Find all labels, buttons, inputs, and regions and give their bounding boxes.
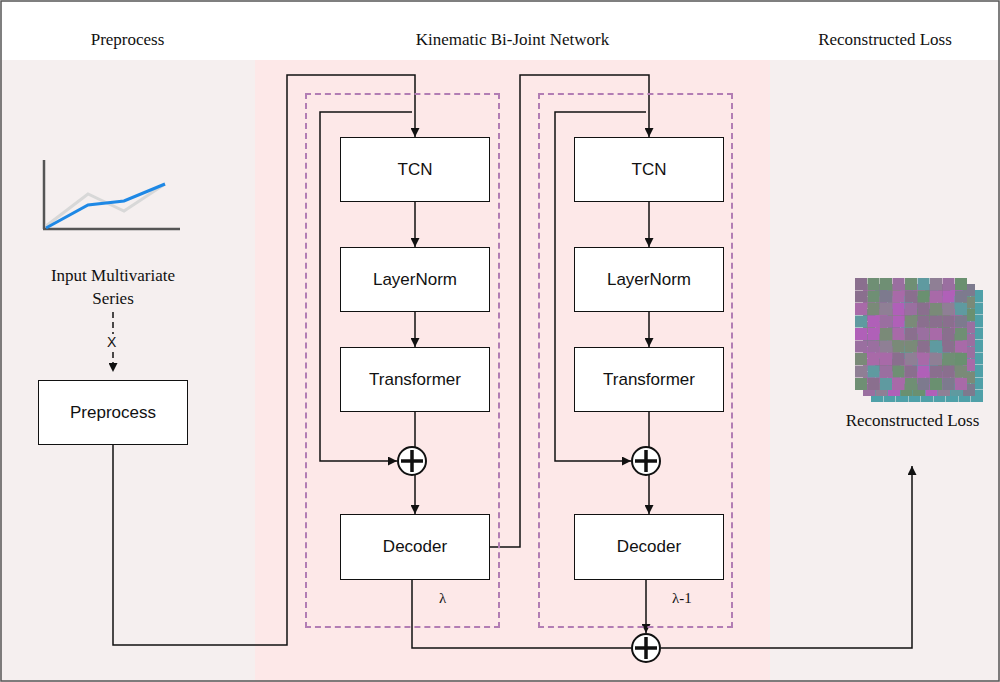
plus-symbol: [632, 634, 660, 662]
node-text: Transformer: [363, 370, 467, 390]
node-text: TCN: [626, 160, 673, 180]
region-band: Reconstructed LossReconstructed Loss: [770, 60, 1000, 682]
flow-arrow: [648, 312, 650, 347]
section-title: Preprocess: [0, 30, 255, 50]
node-text: Preprocess: [64, 403, 162, 423]
repeat-group: λ TCN LayerNormTransformerDecoder: [305, 93, 500, 628]
region-band: Kinematic Bi-Joint NetworkλTCNLayerNormT…: [255, 60, 770, 682]
process-box: Transformer: [574, 347, 724, 412]
chart-icon: [43, 160, 180, 229]
loss-ground: [770, 60, 1000, 682]
network-ground: [255, 60, 770, 682]
flow-arrow: [414, 312, 416, 347]
process-box: TCN: [340, 137, 490, 202]
repeat-label: λ-1: [672, 590, 692, 607]
process-box: Decoder: [340, 514, 490, 580]
section-title: Reconstructed Loss: [770, 30, 1000, 50]
process-box: TCN: [574, 137, 724, 202]
loss-map-image: [855, 278, 983, 402]
plus-symbol: [398, 447, 426, 475]
node-text: Decoder: [611, 537, 687, 557]
repeat-group: λ-1 TCN LayerNormTransformerDecoder: [538, 93, 733, 628]
region-band: PreprocessPreprocessInput Multivariate S…: [0, 60, 255, 682]
plus-symbol: [632, 447, 660, 475]
node-text: TCN: [392, 160, 439, 180]
layout-wires: [113, 112, 912, 648]
flow-arrow: [414, 202, 416, 247]
node-text: LayerNorm: [367, 270, 463, 290]
process-box: LayerNorm: [340, 247, 490, 312]
process-box: Transformer: [340, 347, 490, 412]
repeat-label: λ: [439, 590, 446, 607]
preprocess-ground: [0, 60, 255, 682]
node-text: Transformer: [597, 370, 701, 390]
input-label: Input Multivariate Series: [33, 264, 193, 310]
process-box: LayerNorm: [574, 247, 724, 312]
process-box: Preprocess: [38, 380, 188, 445]
process-box: Decoder: [574, 514, 724, 580]
node-text: LayerNorm: [601, 270, 697, 290]
section-title: Kinematic Bi-Joint Network: [255, 30, 770, 50]
output-label: Reconstructed Loss: [845, 408, 980, 433]
signal-name: X: [105, 334, 118, 350]
flow-arrow: [648, 202, 650, 247]
node-text: Decoder: [377, 537, 453, 557]
